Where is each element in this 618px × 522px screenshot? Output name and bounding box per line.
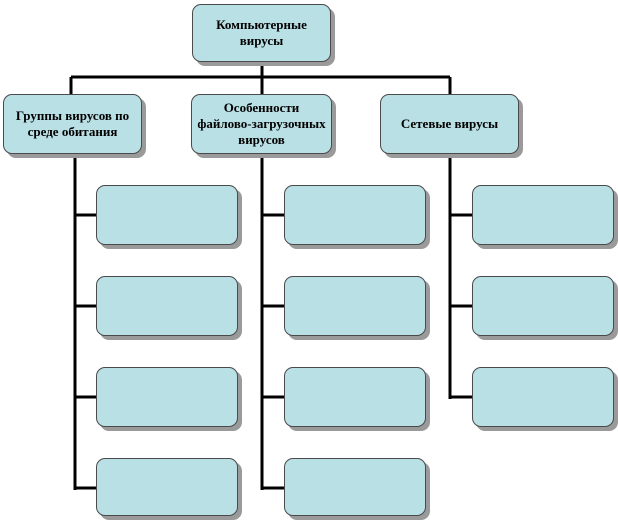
leaf-node-empty [472,367,614,427]
leaf-node-empty [472,185,614,245]
branch-node-label: Группы вирусов по среде обитания [15,108,130,139]
branch-node-network: Сетевые вирусы [380,94,519,154]
leaf-node-empty [96,367,238,427]
root-node-label: Компьютерные вирусы [216,17,307,48]
root-node: Компьютерные вирусы [192,4,331,62]
leaf-node-empty [284,458,426,516]
leaf-node-empty [284,276,426,336]
leaf-node-empty [96,185,238,245]
leaf-node-empty [284,367,426,427]
branch-node-label: Сетевые вирусы [400,116,499,131]
leaf-node-empty [96,276,238,336]
leaf-node-empty [284,185,426,245]
branch-node-label: Особенности файлово-загрузочных вирусов [197,100,326,147]
branch-node-habitat: Группы вирусов по среде обитания [3,94,142,154]
leaf-node-empty [96,458,238,516]
leaf-node-empty [472,276,614,336]
branch-node-file-boot: Особенности файлово-загрузочных вирусов [191,94,332,154]
